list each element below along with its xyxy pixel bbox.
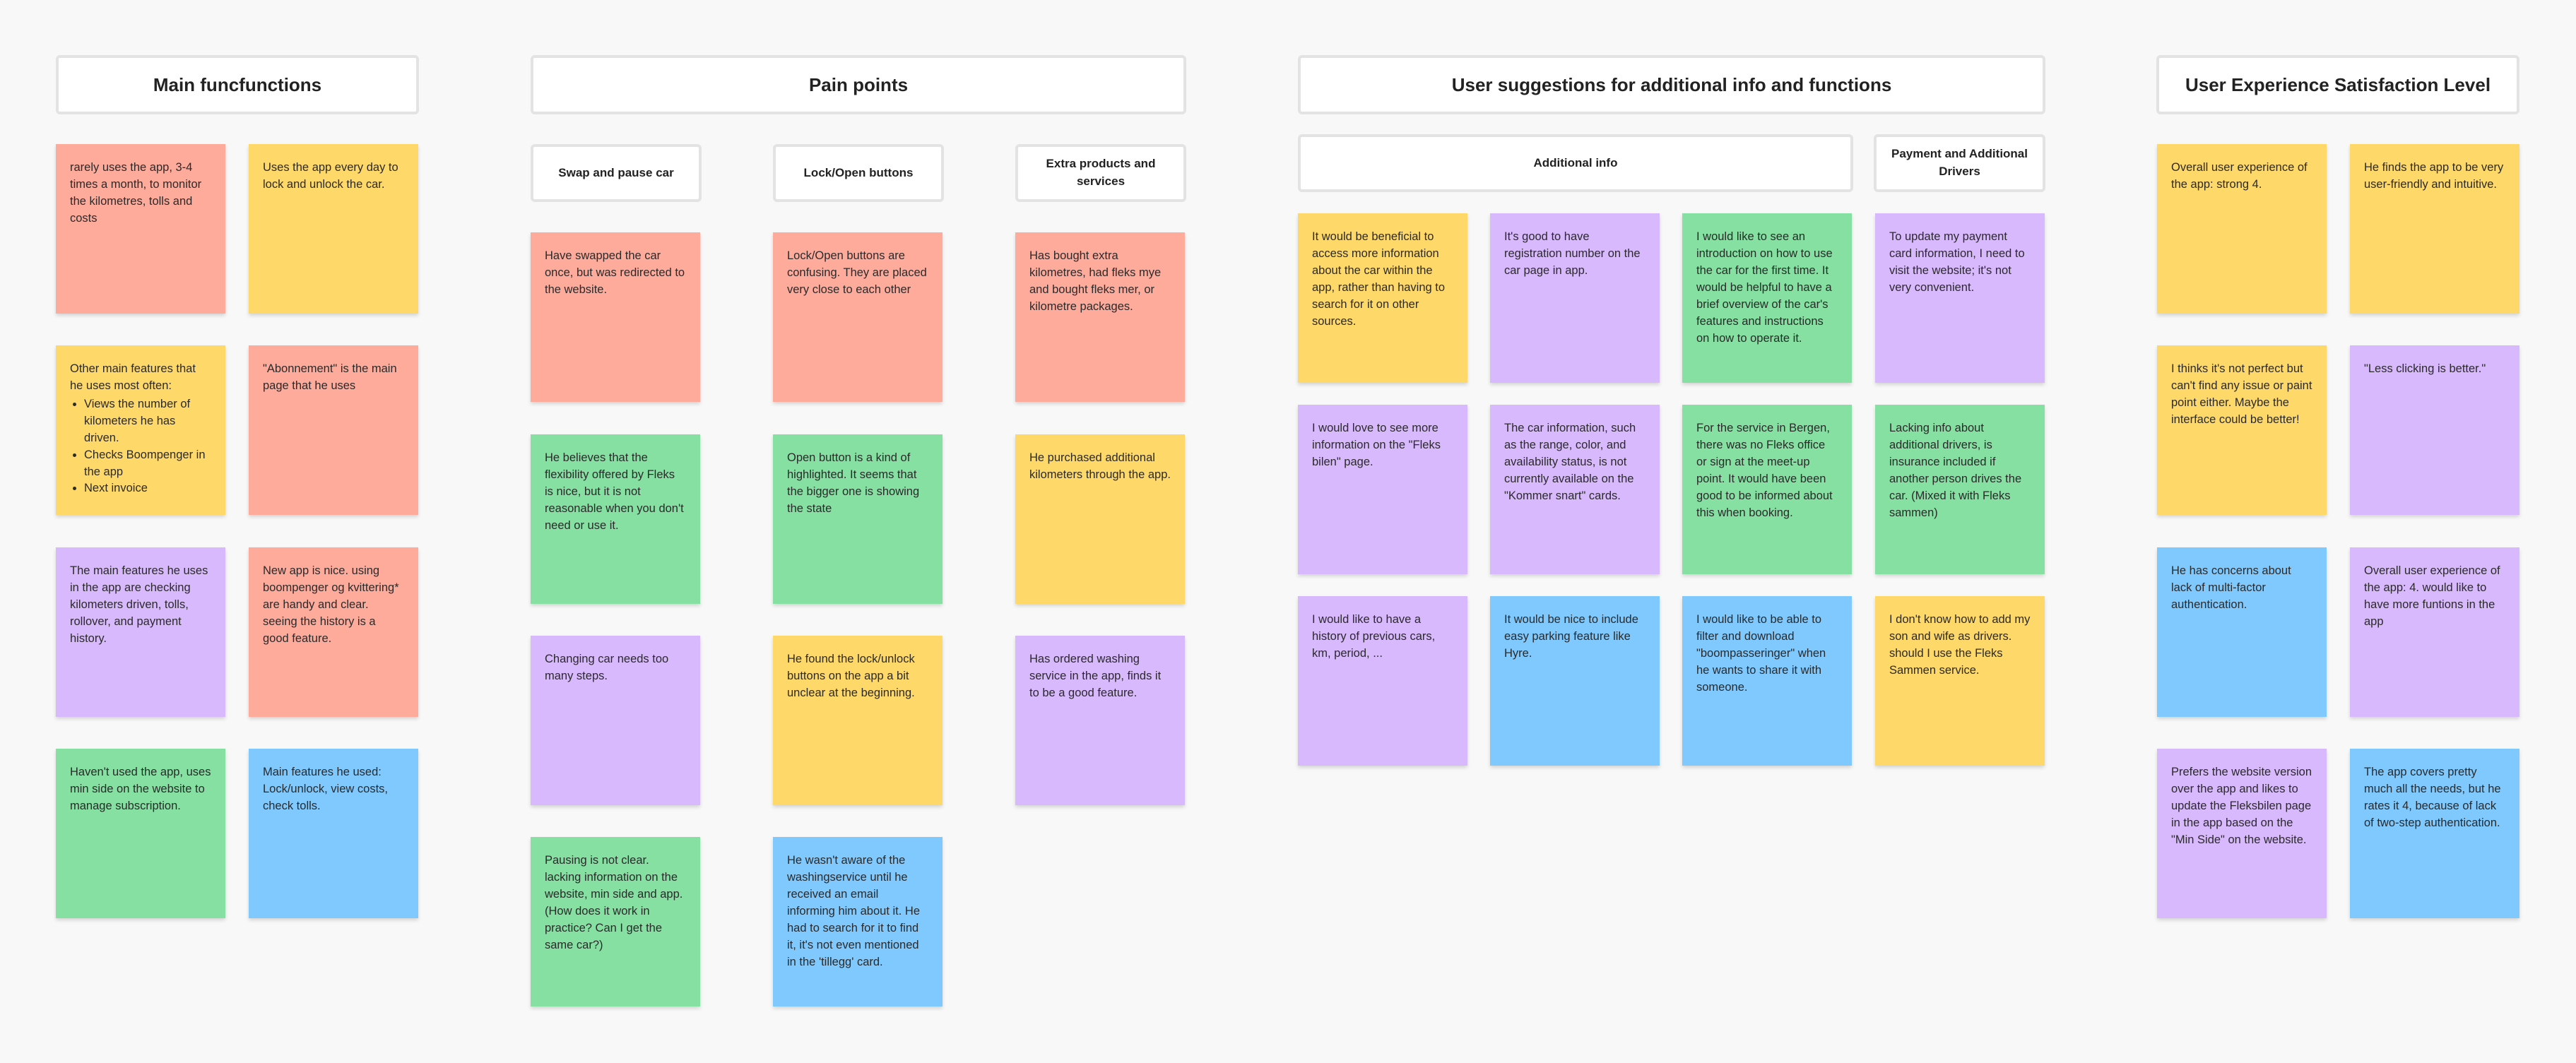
subheader-swap-pause: Swap and pause car [531,144,702,202]
sticky-note[interactable]: "Less clicking is better." [2350,345,2519,515]
sticky-note[interactable]: Uses the app every day to lock and unloc… [249,144,418,314]
sticky-note[interactable]: He finds the app to be very user-friendl… [2350,144,2519,314]
note-text: Other main features that he uses most of… [70,362,196,392]
subheader-extra-products: Extra products and services [1015,144,1186,202]
sticky-note[interactable]: Lacking info about additional drivers, i… [1875,405,2045,574]
sticky-note[interactable]: He found the lock/unlock buttons on the … [773,636,943,805]
sticky-note[interactable]: rarely uses the app, 3-4 times a month, … [56,144,225,314]
sticky-note[interactable]: The app covers pretty much all the needs… [2350,749,2519,918]
section-header-user-suggestions: User suggestions for additional info and… [1298,55,2045,114]
section-header-pain-points: Pain points [531,55,1186,114]
sticky-note[interactable]: Other main features that he uses most of… [56,345,225,515]
sticky-note[interactable]: It would be nice to include easy parking… [1490,596,1660,766]
sticky-note[interactable]: I thinks it's not perfect but can't find… [2157,345,2327,515]
sticky-note[interactable]: Prefers the website version over the app… [2157,749,2327,918]
sticky-note[interactable]: For the service in Bergen, there was no … [1682,405,1852,574]
sticky-note[interactable]: Overall user experience of the app: stro… [2157,144,2327,314]
sticky-note[interactable]: To update my payment card information, I… [1875,213,2045,383]
sticky-note[interactable]: Overall user experience of the app: 4. w… [2350,547,2519,717]
sticky-note[interactable]: New app is nice. using boompenger og kvi… [249,547,418,717]
sticky-note[interactable]: It's good to have registration number on… [1490,213,1660,383]
sticky-note[interactable]: It would be beneficial to access more in… [1298,213,1467,383]
section-header-main-functions: Main funcfunctions [56,55,419,114]
subheader-payment-drivers: Payment and Additional Drivers [1874,134,2045,192]
sticky-note[interactable]: Haven't used the app, uses min side on t… [56,749,225,918]
sticky-note[interactable]: "Abonnement" is the main page that he us… [249,345,418,515]
sticky-note[interactable]: Has bought extra kilometres, had fleks m… [1015,232,1185,402]
sticky-note[interactable]: Open button is a kind of highlighted. It… [773,434,943,604]
sticky-note[interactable]: The main features he uses in the app are… [56,547,225,717]
sticky-note[interactable]: Pausing is not clear. lacking informatio… [531,837,700,1006]
note-list-item: Next invoice [84,480,211,497]
sticky-note[interactable]: I would like to be able to filter and do… [1682,596,1852,766]
sticky-note[interactable]: I don't know how to add my son and wife … [1875,596,2045,766]
sticky-note[interactable]: I would like to see an introduction on h… [1682,213,1852,383]
sticky-note[interactable]: The car information, such as the range, … [1490,405,1660,574]
sticky-note[interactable]: Lock/Open buttons are confusing. They ar… [773,232,943,402]
sticky-note[interactable]: He purchased additional kilometers throu… [1015,434,1185,604]
sticky-note[interactable]: I would like to have a history of previo… [1298,596,1467,766]
note-list-item: Checks Boompenger in the app [84,447,211,481]
subheader-lock-open: Lock/Open buttons [773,144,944,202]
sticky-note[interactable]: Changing car needs too many steps. [531,636,700,805]
sticky-note[interactable]: Have swapped the car once, but was redir… [531,232,700,402]
sticky-note[interactable]: Has ordered washing service in the app, … [1015,636,1185,805]
note-list: Views the number of kilometers he has dr… [70,396,211,498]
note-list-item: Views the number of kilometers he has dr… [84,396,211,447]
sticky-note[interactable]: Main features he used: Lock/unlock, view… [249,749,418,918]
subheader-additional-info: Additional info [1298,134,1853,192]
sticky-note[interactable]: He has concerns about lack of multi-fact… [2157,547,2327,717]
section-header-ux-satisfaction: User Experience Satisfaction Level [2156,55,2519,114]
sticky-note[interactable]: He wasn't aware of the washingservice un… [773,837,943,1006]
sticky-note[interactable]: He believes that the flexibility offered… [531,434,700,604]
sticky-note[interactable]: I would love to see more information on … [1298,405,1467,574]
